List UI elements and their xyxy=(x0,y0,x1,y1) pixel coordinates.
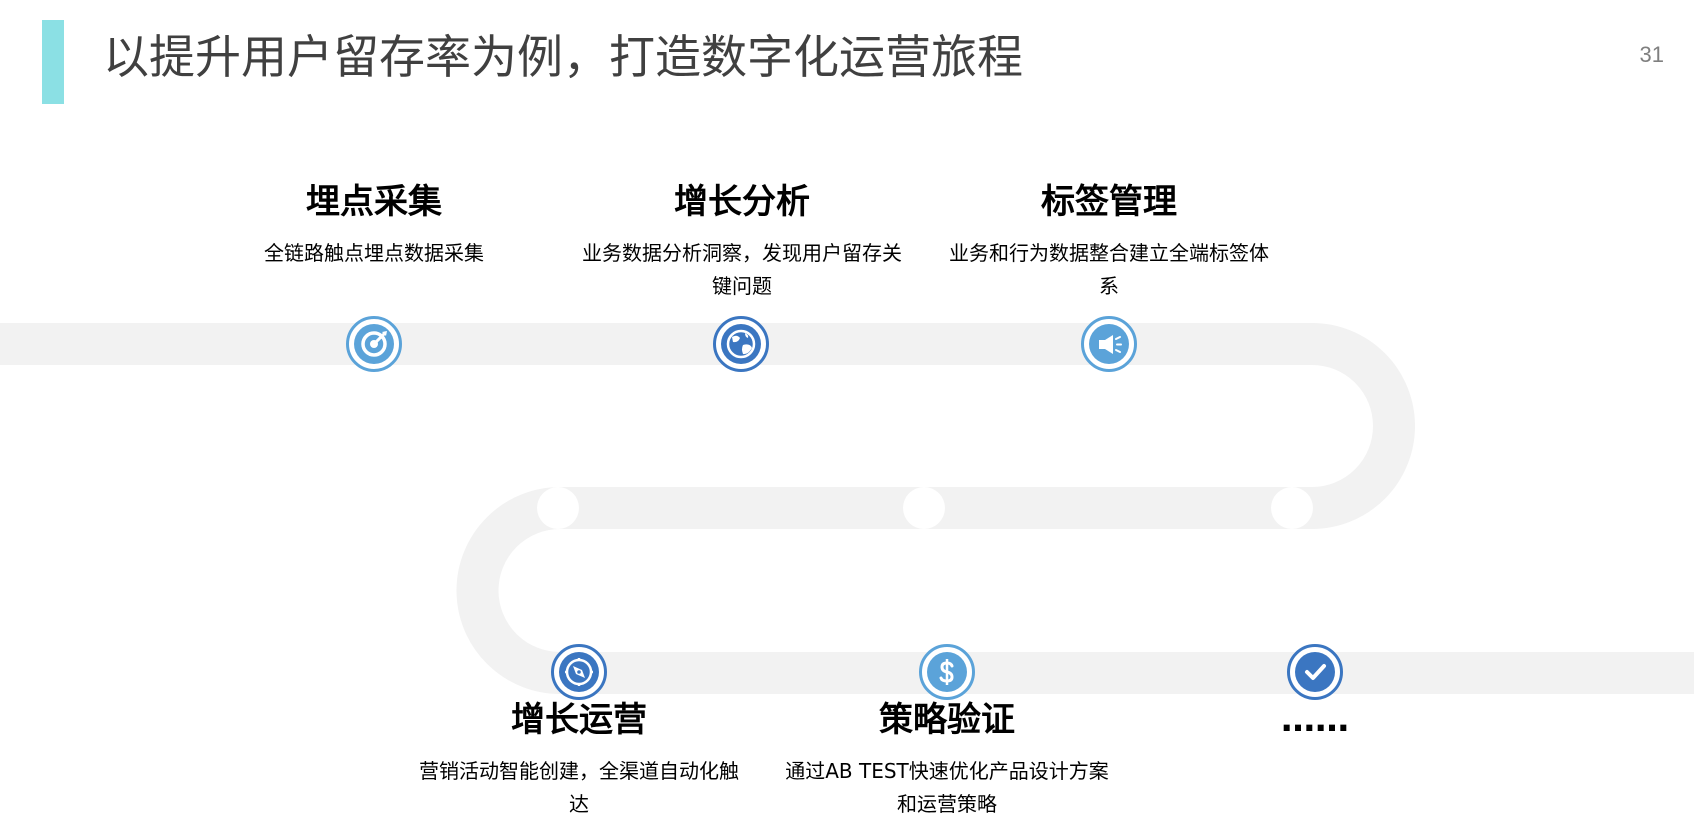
step-4-desc: 营销活动智能创建，全渠道自动化触达 xyxy=(419,758,739,816)
globe-icon xyxy=(726,329,756,359)
step-5: 策略验证 通过AB TEST快速优化产品设计方案和运营策略 xyxy=(782,700,1112,821)
step-1-node xyxy=(346,316,402,372)
title-accent-bar xyxy=(42,20,64,104)
step-4-title: 增长运营 xyxy=(511,700,647,740)
step-2-desc: 业务数据分析洞察，发现用户留存关键问题 xyxy=(582,240,902,298)
step-2: 增长分析 业务数据分析洞察，发现用户留存关键问题 xyxy=(577,182,907,303)
megaphone-icon xyxy=(1099,335,1122,354)
step-1-title: 埋点采集 xyxy=(306,182,442,222)
step-3-title: 标签管理 xyxy=(1041,182,1177,222)
road-dot-3 xyxy=(1271,487,1313,529)
step-1-desc: 全链路触点埋点数据采集 xyxy=(264,240,484,265)
road-dot-2 xyxy=(903,487,945,529)
target-icon xyxy=(361,331,387,357)
step-6-title: …… xyxy=(1281,700,1349,740)
step-3-node xyxy=(1081,316,1137,372)
step-6-node xyxy=(1287,644,1343,700)
step-3: 标签管理 业务和行为数据整合建立全端标签体系 xyxy=(944,182,1274,303)
check-icon xyxy=(1305,664,1326,680)
step-5-title: 策略验证 xyxy=(879,700,1015,740)
step-1: 埋点采集 全链路触点埋点数据采集 xyxy=(209,182,539,270)
step-6: …… xyxy=(1150,700,1480,755)
road-dot-1 xyxy=(537,487,579,529)
page-number: 31 xyxy=(1639,42,1664,67)
step-2-node xyxy=(713,316,769,372)
compass-icon xyxy=(565,658,593,686)
step-5-desc: 通过AB TEST快速优化产品设计方案和运营策略 xyxy=(785,758,1109,816)
step-2-title: 增长分析 xyxy=(674,182,810,222)
step-4-node xyxy=(551,644,607,700)
page-title: 以提升用户留存率为例，打造数字化运营旅程 xyxy=(103,30,1023,84)
step-5-node xyxy=(919,644,975,700)
step-4: 增长运营 营销活动智能创建，全渠道自动化触达 xyxy=(414,700,744,821)
step-3-desc: 业务和行为数据整合建立全端标签体系 xyxy=(949,240,1269,298)
dollar-icon xyxy=(939,659,954,685)
